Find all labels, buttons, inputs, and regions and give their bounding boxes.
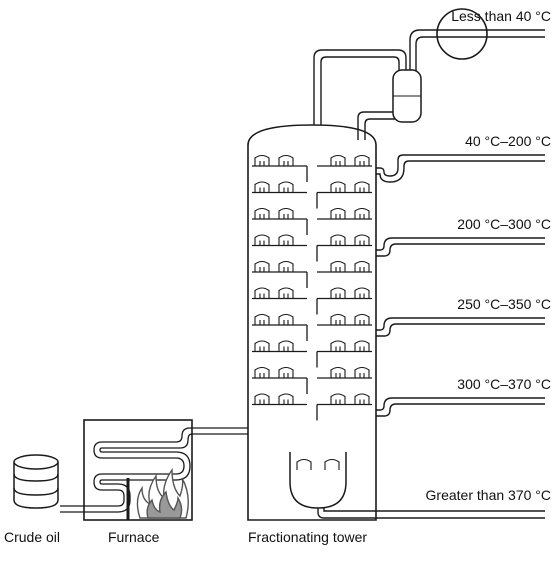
tray-row: [252, 207, 372, 235]
circle-icon: [436, 8, 488, 60]
flame-icon: [136, 467, 189, 519]
barrel-stack-icon: [13, 454, 59, 509]
fraction-label-1: Less than 40 °C: [451, 8, 551, 24]
tray-row: [252, 287, 372, 315]
tray-row: [252, 366, 372, 394]
fraction-label-4: 250 °C–350 °C: [457, 296, 551, 312]
tower-label: Fractionating tower: [248, 529, 367, 545]
tray-row: [252, 313, 372, 341]
fractionating-tower: [247, 124, 377, 521]
tower-trays: [252, 154, 372, 470]
fraction-label-2: 40 °C–200 °C: [465, 133, 551, 149]
tower-bottom-cup: [289, 452, 347, 509]
tray-row: [252, 234, 372, 262]
bottom-cup-cap: [324, 458, 340, 470]
bottom-cup-cap: [296, 458, 312, 470]
fraction-label-3: 200 °C–300 °C: [457, 216, 551, 232]
tray-row: [252, 340, 372, 368]
crude-oil-label: Crude oil: [4, 529, 60, 545]
output-pipes: [313, 29, 545, 519]
tray-row: [252, 393, 372, 421]
tray-row: [252, 260, 372, 288]
tray-row: [252, 181, 372, 209]
furnace-label: Furnace: [108, 529, 160, 545]
fraction-label-5: 300 °C–370 °C: [457, 376, 551, 392]
condenser-icon: [392, 69, 422, 123]
tray-row: [252, 154, 372, 182]
fraction-label-6: Greater than 370 °C: [426, 487, 551, 503]
